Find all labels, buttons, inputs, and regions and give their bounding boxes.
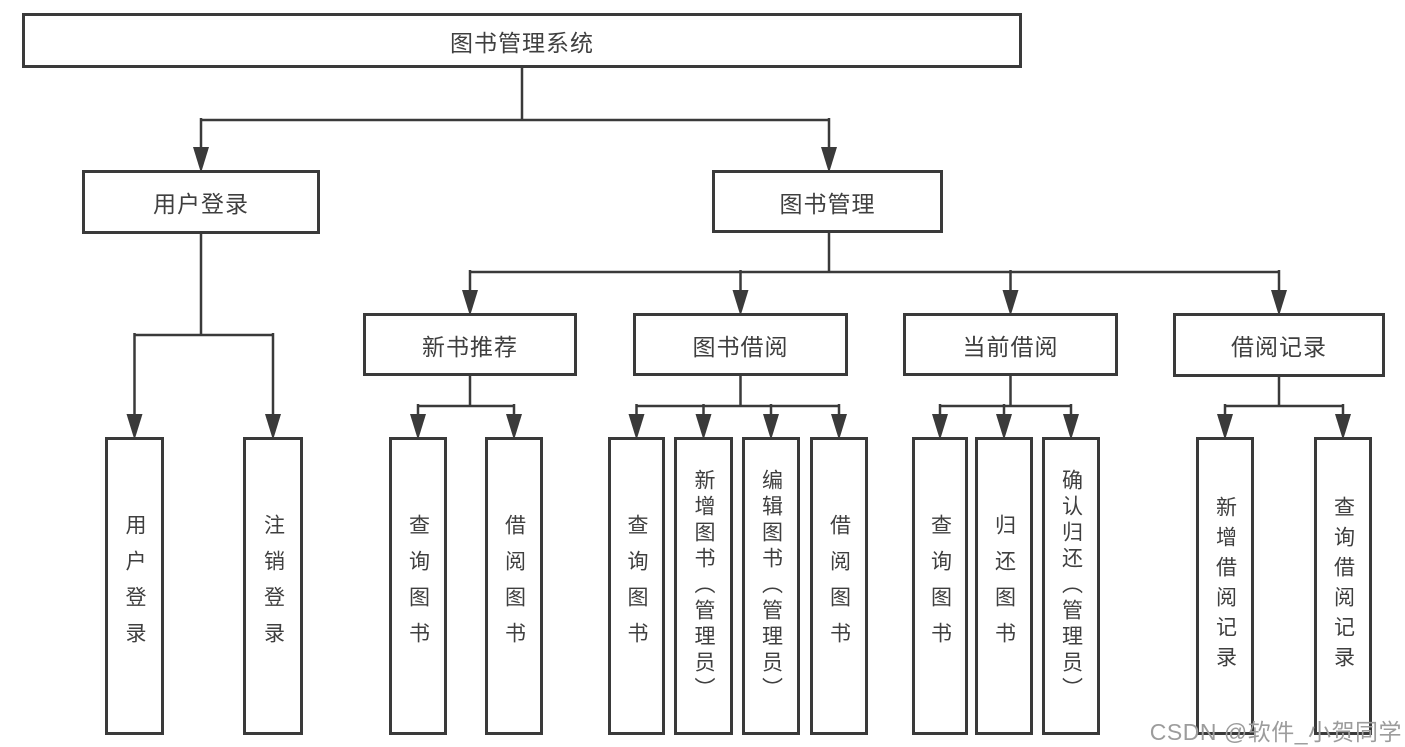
leaf-label: 查询图书 xyxy=(406,514,430,658)
leaf-logout: 注销登录 xyxy=(243,437,303,735)
arrowhead-icon xyxy=(628,414,645,440)
leaf-label: 查询图书 xyxy=(928,514,952,658)
connector-records-to-leaves xyxy=(1223,377,1345,419)
node-user-login: 用户登录 xyxy=(82,170,320,234)
connector-root-to-level2 xyxy=(199,68,831,152)
arrowhead-icon xyxy=(695,414,712,440)
leaf-label: 编辑图书（管理员） xyxy=(759,469,783,703)
arrowhead-icon xyxy=(932,414,948,440)
leaf-label: 借阅图书 xyxy=(502,514,526,658)
leaf-add-books-admin: 新增图书（管理员） xyxy=(674,437,733,735)
connector-current-to-leaves xyxy=(938,376,1073,419)
leaf-return-books: 归还图书 xyxy=(975,437,1033,735)
connector-borrow-to-leaves xyxy=(635,376,841,419)
leaf-label: 注销登录 xyxy=(261,514,285,658)
connector-userlogin-to-leaves xyxy=(133,234,275,419)
leaf-edit-books-admin: 编辑图书（管理员） xyxy=(742,437,800,735)
leaf-label: 借阅图书 xyxy=(827,514,851,658)
node-new-book-recommend: 新书推荐 xyxy=(363,313,577,376)
connector-bookmgmt-to-level3 xyxy=(468,233,1281,295)
arrowhead-icon xyxy=(1335,414,1351,440)
arrowhead-icon xyxy=(732,290,749,316)
connector-newbooks-to-leaves xyxy=(416,376,516,419)
leaf-query-borrow-record: 查询借阅记录 xyxy=(1314,437,1372,735)
arrowhead-icon xyxy=(193,147,209,173)
arrowhead-icon xyxy=(462,290,478,316)
leaf-user-login: 用户登录 xyxy=(105,437,164,735)
arrowhead-icon xyxy=(1217,414,1233,440)
leaf-label: 查询图书 xyxy=(625,514,648,658)
leaf-label: 确认归还（管理员） xyxy=(1059,469,1083,703)
leaf-label: 用户登录 xyxy=(123,514,146,658)
arrowhead-icon xyxy=(831,414,847,440)
arrowhead-icon xyxy=(996,414,1012,440)
arrowhead-icon xyxy=(1002,290,1019,316)
leaf-label: 新增图书（管理员） xyxy=(692,469,715,703)
arrowhead-icon xyxy=(821,147,837,173)
arrowhead-icon xyxy=(410,414,426,440)
leaf-borrow-books-1: 借阅图书 xyxy=(485,437,543,735)
arrowhead-icon xyxy=(1063,414,1079,440)
arrowhead-icon xyxy=(265,414,281,440)
arrowhead-icon xyxy=(763,414,779,440)
arrowhead-icon xyxy=(126,414,143,440)
leaf-add-borrow-record: 新增借阅记录 xyxy=(1196,437,1254,735)
node-root: 图书管理系统 xyxy=(22,13,1022,68)
leaf-borrow-books-2: 借阅图书 xyxy=(810,437,868,735)
leaf-query-books-2: 查询图书 xyxy=(608,437,665,735)
node-borrow-records: 借阅记录 xyxy=(1173,313,1385,377)
leaf-label: 查询借阅记录 xyxy=(1331,496,1355,676)
leaf-label: 新增借阅记录 xyxy=(1213,496,1237,676)
leaf-query-books-1: 查询图书 xyxy=(389,437,447,735)
node-current-borrow: 当前借阅 xyxy=(903,313,1118,376)
leaf-query-books-3: 查询图书 xyxy=(912,437,968,735)
arrowhead-icon xyxy=(506,414,522,440)
leaf-label: 归还图书 xyxy=(992,514,1016,658)
arrowhead-icon xyxy=(1271,290,1287,316)
leaf-confirm-return-admin: 确认归还（管理员） xyxy=(1042,437,1100,735)
csdn-watermark: CSDN @软件_小贺同学 xyxy=(1149,719,1402,745)
node-book-borrow: 图书借阅 xyxy=(633,313,848,376)
node-book-management: 图书管理 xyxy=(712,170,943,233)
